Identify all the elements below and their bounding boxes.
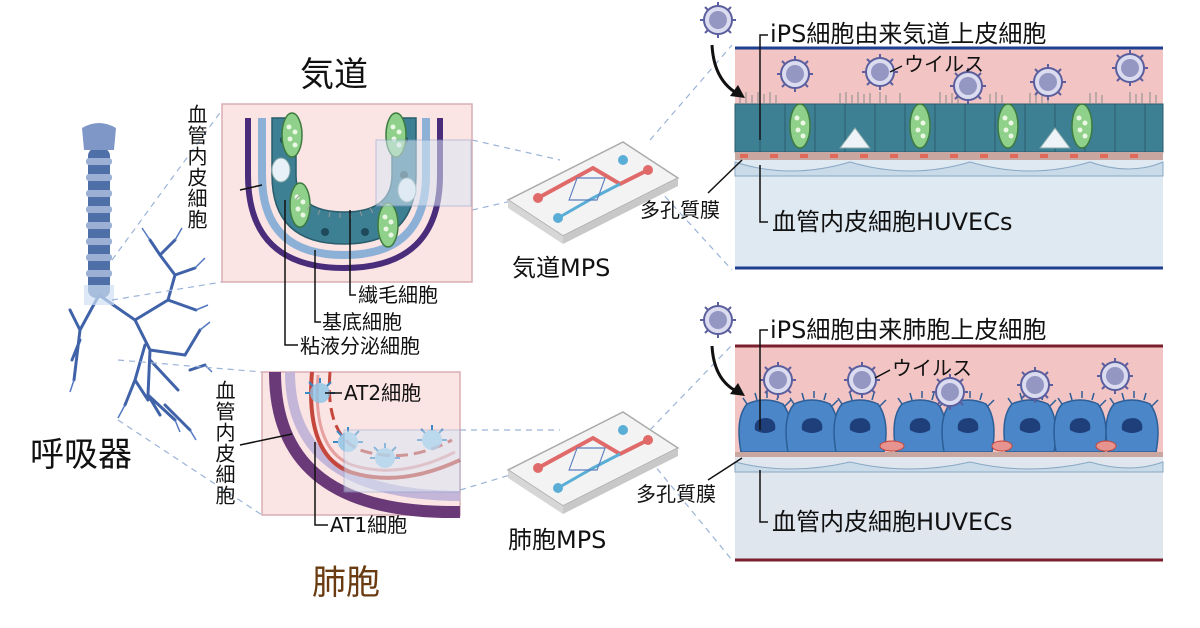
alveolar-mps-label: 肺胞MPS	[508, 526, 607, 554]
airway-mps-section	[699, 1, 1164, 270]
alveoli-title: 肺胞	[312, 563, 380, 603]
airway-virus-label: ウイルス	[904, 52, 984, 76]
airway-title: 気道	[300, 55, 368, 95]
airway-huvec-label: 血管内皮細胞HUVECs	[772, 208, 1013, 236]
airway-chip	[506, 140, 680, 246]
respiratory-tree-illustration	[68, 123, 213, 441]
at1-cell-label: AT1細胞	[330, 513, 408, 537]
airway-mps-label: 気道MPS	[512, 254, 611, 282]
ciliated-cell-label: 繊毛細胞	[358, 283, 438, 307]
alveolar-virus-label: ウイルス	[892, 356, 972, 380]
basal-cell-label: 基底細胞	[322, 310, 402, 334]
airway-membrane-label: 多孔質膜	[640, 198, 720, 222]
alveolar-huvec-label: 血管内皮細胞HUVECs	[772, 508, 1013, 536]
airway-endothelial-label: 血管内皮細胞	[184, 104, 208, 230]
alveolar-mps-section	[699, 301, 1164, 562]
airway-epithelium-label: iPS細胞由来気道上皮細胞	[770, 20, 1047, 48]
respiratory-label: 呼吸器	[30, 435, 132, 475]
mucus-cell-label: 粘液分泌細胞	[300, 334, 420, 358]
alveolar-endothelial-label: 血管内皮細胞	[212, 380, 236, 506]
alveolar-membrane-label: 多孔質膜	[636, 482, 716, 506]
airway-panel	[221, 103, 473, 283]
alveolar-epithelium-label: iPS細胞由来肺胞上皮細胞	[770, 316, 1047, 344]
at2-cell-label: AT2細胞	[344, 381, 422, 405]
alveolus-panel	[261, 371, 461, 519]
